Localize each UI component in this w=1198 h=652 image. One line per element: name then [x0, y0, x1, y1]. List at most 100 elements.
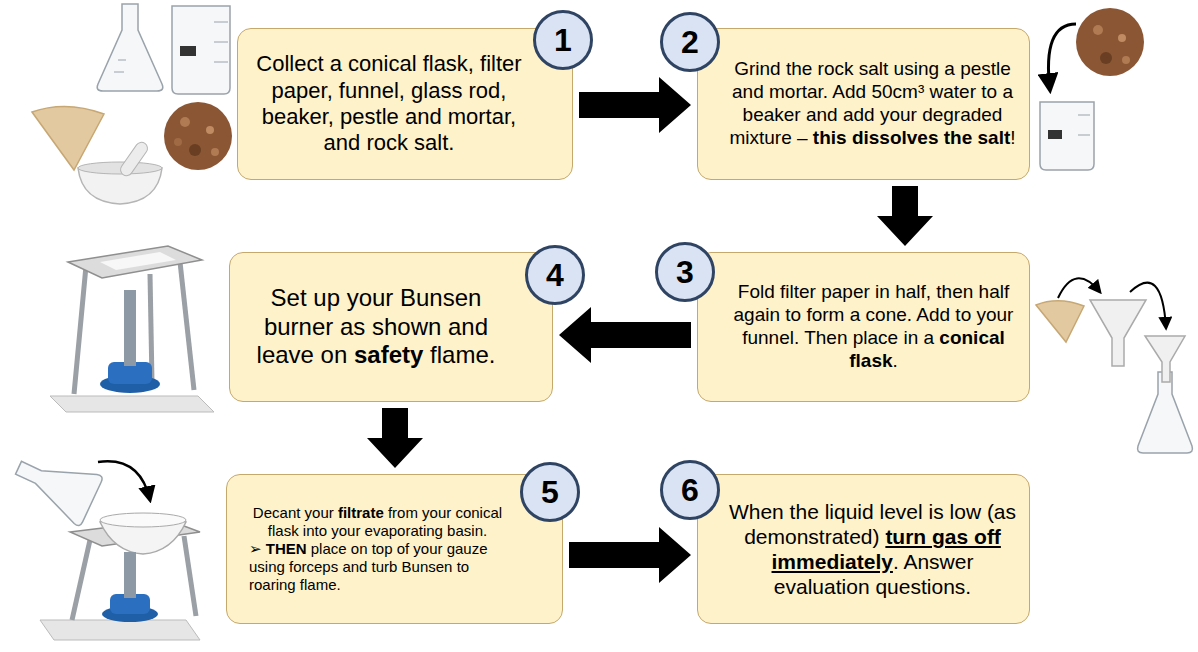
text-paragraph: Set up your Bunsen burner as shown and l… — [244, 284, 508, 370]
step-number: 3 — [676, 256, 694, 288]
rock-salt — [1076, 8, 1144, 76]
text-paragraph: Fold filter paper in half, then half aga… — [728, 281, 1019, 372]
step-text: ➢ — [249, 540, 262, 557]
step-text-block: Collect a conical flask, filter paper, f… — [252, 51, 526, 157]
rock-salt — [164, 102, 232, 170]
step-number: 1 — [554, 24, 572, 56]
basin-on-tripod — [100, 514, 186, 554]
bunsen-tripod — [50, 396, 214, 412]
curved-arrow — [1130, 283, 1166, 328]
curved-arrow — [98, 461, 150, 500]
flow-arrow — [877, 186, 933, 246]
step-text: Collect a conical flask, filter paper, f… — [256, 51, 521, 155]
step-text-block: Set up your Bunsen burner as shown and l… — [244, 284, 508, 370]
rock-salt — [164, 102, 232, 170]
conical-flask — [97, 4, 163, 91]
text-paragraph: Collect a conical flask, filter paper, f… — [252, 51, 526, 157]
filter-paper — [1036, 301, 1084, 342]
step-text-block: Decant your filtrate from your conical f… — [239, 504, 516, 594]
filter-paper — [1036, 301, 1084, 342]
conical-flask — [114, 72, 124, 73]
step-box: Grind the rock salt using a pestle and m… — [697, 28, 1030, 180]
step-box: Collect a conical flask, filter paper, f… — [237, 28, 573, 180]
beaker — [214, 22, 228, 23]
basin-on-tripod — [72, 540, 90, 620]
beaker — [214, 42, 228, 43]
bunsen-tripod — [50, 246, 214, 412]
step-text: filtrate — [338, 504, 384, 521]
step-text: . — [893, 350, 898, 371]
number-circle: 4 — [525, 245, 585, 305]
step-text: THEN — [266, 540, 307, 557]
bunsen-tripod — [124, 290, 136, 366]
pestle-and-mortar — [118, 140, 150, 178]
step-box: Set up your Bunsen burner as shown and l… — [229, 252, 553, 402]
rock-salt — [174, 138, 182, 146]
step-box: Decant your filtrate from your conical f… — [226, 474, 563, 624]
step-text: flame. — [430, 341, 495, 368]
step-text-block: Fold filter paper in half, then half aga… — [728, 281, 1019, 372]
rock-salt — [211, 148, 219, 156]
rock-salt — [1122, 56, 1130, 64]
flow-arrow — [367, 408, 423, 468]
text-paragraph: When the liquid level is low (as demonst… — [728, 499, 1017, 600]
pouring-flask — [7, 443, 104, 527]
funnel-in-flask — [1138, 336, 1193, 453]
funnel — [1090, 300, 1146, 366]
rock-salt — [1093, 25, 1103, 35]
filter-paper — [32, 106, 104, 170]
step-number: 4 — [546, 259, 564, 291]
rock-salt — [180, 117, 190, 127]
number-circle: 5 — [520, 462, 580, 522]
bunsen-tripod — [100, 252, 176, 270]
number-circle: 2 — [660, 12, 720, 72]
text-paragraph: Decant your filtrate from your conical f… — [239, 504, 516, 540]
basin-on-tripod — [184, 536, 196, 616]
step-text: ! — [1010, 127, 1015, 148]
beaker — [1078, 135, 1090, 136]
step-text-block: When the liquid level is low (as demonst… — [728, 499, 1017, 600]
pouring-flask — [7, 443, 104, 527]
funnel-in-flask — [1138, 372, 1193, 453]
beaker — [1040, 102, 1094, 170]
bunsen-tripod — [180, 262, 194, 390]
bunsen-tripod — [74, 266, 86, 394]
number-circle: 6 — [660, 460, 720, 520]
beaker — [1048, 130, 1062, 139]
rock-salt — [1118, 34, 1126, 42]
beaker — [214, 62, 228, 63]
beaker — [1078, 115, 1090, 116]
pestle-and-mortar — [78, 140, 162, 204]
basin-on-tripod — [124, 552, 136, 598]
beaker — [1040, 102, 1094, 170]
beaker — [172, 6, 230, 94]
curved-arrow — [1048, 24, 1076, 90]
step-text-block: Grind the rock salt using a pestle and m… — [728, 58, 1017, 149]
flow-arrow — [559, 307, 691, 363]
basin-on-tripod — [100, 513, 186, 527]
rock-salt — [1076, 8, 1144, 76]
step-text: Decant your — [253, 504, 334, 521]
number-circle: 3 — [655, 242, 715, 302]
beaker — [172, 6, 230, 94]
step-number: 5 — [541, 476, 559, 508]
rock-salt — [1100, 52, 1112, 64]
basin-on-tripod — [40, 620, 200, 640]
flow-arrow — [579, 77, 691, 133]
rock-salt — [189, 144, 201, 156]
number-circle: 1 — [533, 10, 593, 70]
conical-flask — [118, 60, 126, 61]
step-number: 6 — [681, 474, 699, 506]
flow-arrow — [569, 527, 691, 583]
step-box: When the liquid level is low (as demonst… — [697, 474, 1030, 624]
funnel-in-flask — [1145, 336, 1185, 382]
pestle-and-mortar — [78, 162, 162, 174]
step-text: this dissolves the salt — [813, 127, 1010, 148]
bunsen-tripod — [68, 246, 202, 278]
step-box: Fold filter paper in half, then half aga… — [697, 252, 1030, 402]
conical-flask — [97, 4, 163, 91]
curved-arrow — [1058, 278, 1100, 298]
step-number: 2 — [681, 26, 699, 58]
text-paragraph: Grind the rock salt using a pestle and m… — [728, 58, 1017, 149]
